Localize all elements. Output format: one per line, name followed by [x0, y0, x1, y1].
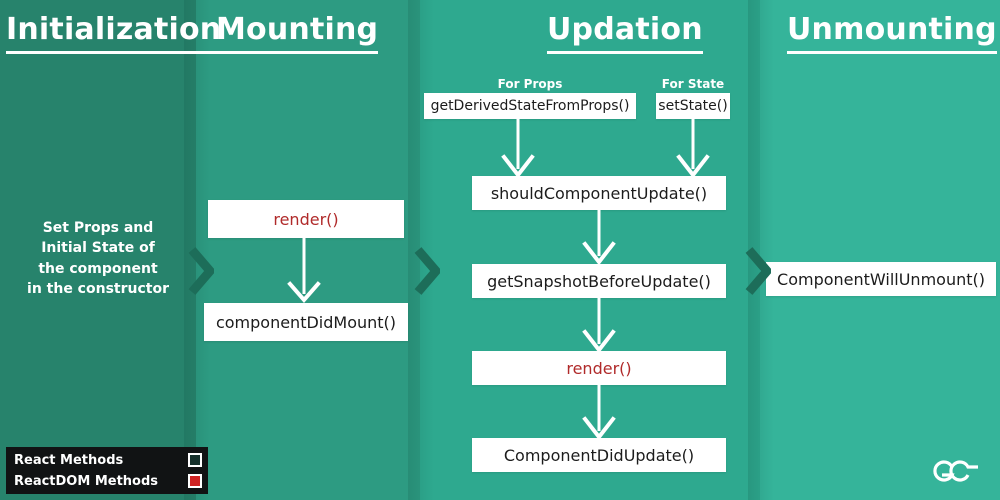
sublabel-for-state: For State — [661, 77, 725, 91]
column-band-mounting — [196, 0, 420, 500]
geeksforgeeks-logo-icon — [932, 454, 988, 488]
box-render-mounting[interactable]: render() — [208, 200, 404, 238]
legend-row-react-methods: React Methods — [6, 450, 208, 471]
box-componentdidupdate[interactable]: ComponentDidUpdate() — [472, 438, 726, 472]
heading-updation: Updation — [547, 14, 703, 54]
arrow-setstate-to-shouldcomponentupdate — [667, 119, 719, 179]
box-shouldcomponentupdate[interactable]: shouldComponentUpdate() — [472, 176, 726, 210]
box-label: componentDidMount() — [215, 312, 397, 332]
chevron-right-icon-1 — [188, 246, 216, 300]
legend-row-reactdom-methods: ReactDOM Methods — [6, 471, 208, 492]
box-render-updation[interactable]: render() — [472, 351, 726, 385]
arrow-render-to-componentdidmount — [278, 238, 330, 306]
heading-mounting: Mounting — [216, 14, 379, 54]
legend: React Methods ReactDOM Methods — [6, 447, 208, 494]
legend-swatch-reactdom-icon — [188, 474, 202, 488]
chevron-right-icon-3 — [745, 246, 773, 300]
heading-unmounting: Unmounting — [787, 14, 997, 54]
arrow-getsnapshotbeforeupdate-to-render — [573, 298, 625, 354]
box-label: render() — [566, 358, 632, 378]
legend-label: ReactDOM Methods — [14, 473, 159, 489]
box-componentwillunmount[interactable]: ComponentWillUnmount() — [766, 262, 996, 296]
legend-label: React Methods — [14, 452, 124, 468]
box-componentdidmount[interactable]: componentDidMount() — [204, 303, 408, 341]
legend-swatch-react-icon — [188, 453, 202, 467]
arrow-render-to-componentdidupdate — [573, 385, 625, 441]
sublabel-for-props: For Props — [497, 77, 563, 91]
chevron-right-icon-2 — [414, 246, 442, 300]
box-getderivedstatefromprops[interactable]: getDerivedStateFromProps() — [424, 93, 636, 119]
initialization-description: Set Props and Initial State of the compo… — [27, 220, 169, 297]
box-label: getDerivedStateFromProps() — [430, 98, 630, 114]
box-setstate[interactable]: setState() — [656, 93, 730, 119]
box-label: shouldComponentUpdate() — [490, 183, 708, 203]
heading-initialization: Initialization — [6, 14, 222, 54]
box-label: setState() — [658, 98, 728, 114]
box-getsnapshotbeforeupdate[interactable]: getSnapshotBeforeUpdate() — [472, 264, 726, 298]
box-label: ComponentWillUnmount() — [777, 269, 985, 289]
arrow-shouldcomponentupdate-to-getsnapshotbeforeupdate — [573, 210, 625, 266]
box-label: getSnapshotBeforeUpdate() — [487, 271, 711, 291]
arrow-getderivedstatefromprops-to-shouldcomponentupdate — [492, 119, 544, 179]
column-band-initialization — [0, 0, 196, 500]
box-label: ComponentDidUpdate() — [503, 445, 695, 465]
column-band-unmounting — [760, 0, 1000, 500]
box-label: render() — [273, 209, 339, 229]
